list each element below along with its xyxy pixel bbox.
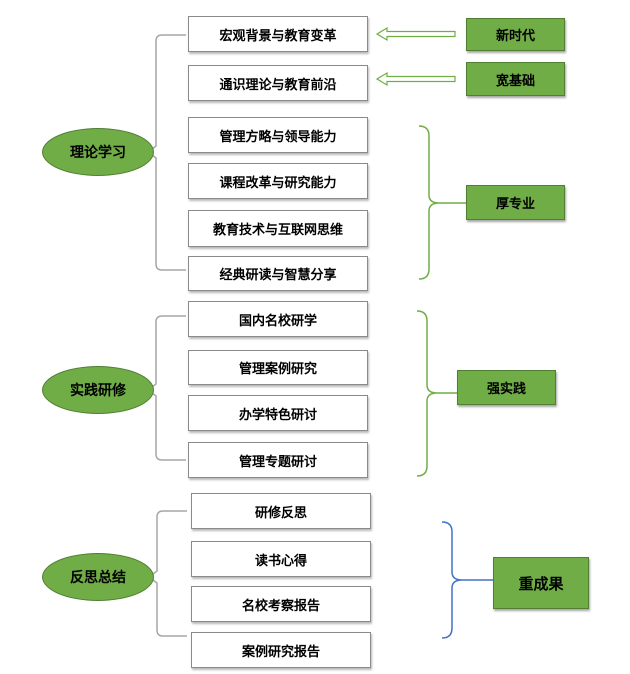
arrow-new-era (375, 26, 456, 42)
reflection-item-4: 案例研究报告 (191, 632, 371, 668)
tag-broad-foundation: 宽基础 (466, 62, 565, 96)
tag-new-era: 新时代 (466, 18, 565, 51)
practice-item-1: 国内名校研学 (188, 301, 368, 337)
theory-item-1: 宏观背景与教育变革 (188, 16, 368, 52)
practice-item-4: 管理专题研讨 (188, 442, 368, 478)
section-practice-ellipse: 实践研修 (42, 366, 154, 414)
theory-item-5: 教育技术与互联网思维 (188, 210, 368, 247)
practice-item-2: 管理案例研究 (188, 350, 368, 385)
tag-results-focus: 重成果 (493, 557, 589, 609)
reflection-item-3: 名校考察报告 (191, 586, 371, 622)
reflection-brace-right (441, 521, 463, 639)
theory-item-3: 管理方略与领导能力 (188, 117, 368, 153)
reflection-item-1: 研修反思 (191, 493, 371, 529)
practice-brace-right (416, 310, 438, 477)
section-theory-ellipse: 理论学习 (42, 128, 154, 176)
tag-deep-expertise: 厚专业 (466, 185, 565, 220)
section-reflection-ellipse: 反思总结 (42, 553, 154, 601)
theory-item-2: 通识理论与教育前沿 (188, 65, 368, 101)
theory-brace-right (418, 125, 440, 280)
theory-item-6: 经典研读与智慧分享 (188, 256, 368, 291)
practice-item-3: 办学特色研讨 (188, 395, 368, 431)
reflection-item-2: 读书心得 (191, 541, 371, 577)
arrow-broad-foundation (375, 71, 456, 87)
reflection-bracket (147, 510, 187, 637)
tag-strong-practice: 强实践 (457, 370, 556, 405)
theory-item-4: 课程改革与研究能力 (188, 163, 368, 199)
